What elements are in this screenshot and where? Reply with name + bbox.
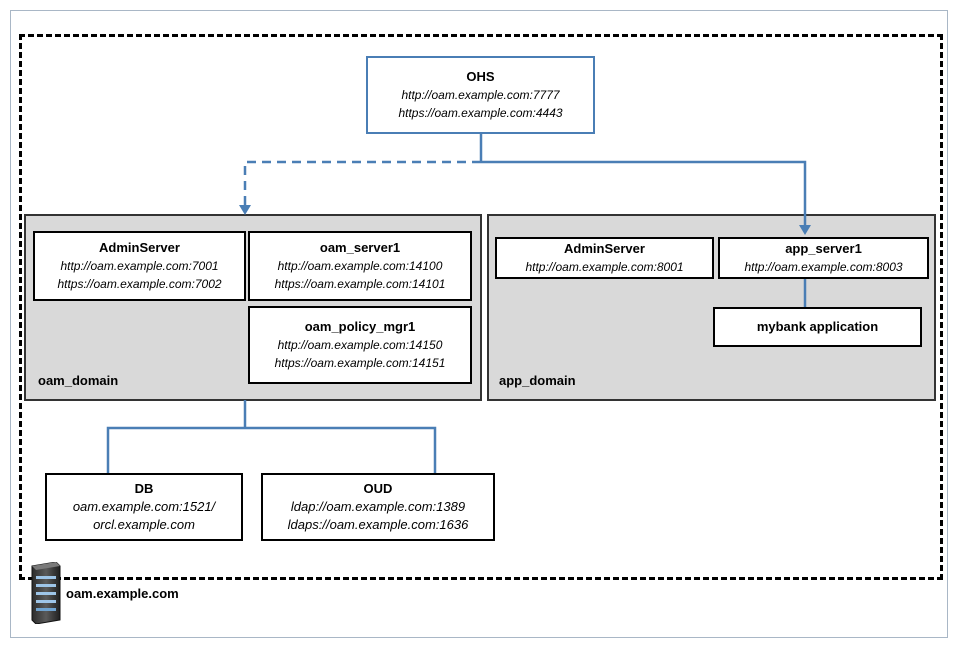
server-icon	[31, 562, 61, 624]
connector-ohs-to-app-server	[481, 160, 807, 228]
mybank-application-box: mybank application	[713, 307, 922, 347]
app-domain-label: app_domain	[499, 373, 576, 388]
app-admin-server-url-http: http://oam.example.com:8001	[525, 260, 684, 274]
arrowhead-app-server	[799, 225, 811, 235]
oam-policy-mgr1-title: oam_policy_mgr1	[304, 319, 416, 334]
oam-admin-server-box: AdminServer http://oam.example.com:7001 …	[33, 231, 246, 301]
oud-url-ldap: ldap://oam.example.com:1389	[290, 499, 466, 514]
db-title: DB	[134, 481, 154, 496]
oam-admin-server-url-http: http://oam.example.com:7001	[60, 259, 219, 273]
ohs-title: OHS	[466, 69, 495, 84]
app-admin-server-box: AdminServer http://oam.example.com:8001	[495, 237, 714, 279]
host-boundary	[19, 34, 943, 580]
ohs-box: OHS http://oam.example.com:7777 https://…	[366, 56, 595, 134]
ohs-url-http: http://oam.example.com:7777	[401, 88, 560, 102]
connector-ohs-to-oam-domain	[243, 160, 481, 208]
host-label: oam.example.com	[66, 586, 179, 601]
ohs-url-https: https://oam.example.com:4443	[398, 106, 563, 120]
diagram-frame	[10, 10, 948, 638]
oam-server1-url-https: https://oam.example.com:14101	[274, 277, 446, 291]
oud-box: OUD ldap://oam.example.com:1389 ldaps://…	[261, 473, 495, 541]
oam-policy-mgr1-box: oam_policy_mgr1 http://oam.example.com:1…	[248, 306, 472, 384]
arrowhead-oam-domain	[239, 205, 251, 215]
oam-admin-server-title: AdminServer	[99, 240, 180, 255]
oam-server1-url-http: http://oam.example.com:14100	[277, 259, 443, 273]
app-admin-server-title: AdminServer	[564, 241, 645, 256]
oam-admin-server-url-https: https://oam.example.com:7002	[57, 277, 222, 291]
connector-to-oud	[245, 426, 437, 473]
db-box: DB oam.example.com:1521/ orcl.example.co…	[45, 473, 243, 541]
app-server1-box: app_server1 http://oam.example.com:8003	[718, 237, 929, 279]
db-connection-host: oam.example.com:1521/	[72, 499, 216, 514]
mybank-application-title: mybank application	[756, 319, 879, 334]
oud-title: OUD	[363, 481, 393, 496]
connector-to-db	[106, 426, 245, 473]
oam-policy-mgr1-url-https: https://oam.example.com:14151	[274, 356, 446, 370]
oam-server1-box: oam_server1 http://oam.example.com:14100…	[248, 231, 472, 301]
db-connection-service: orcl.example.com	[93, 517, 195, 532]
oam-domain-label: oam_domain	[38, 373, 119, 388]
oam-policy-mgr1-url-http: http://oam.example.com:14150	[277, 338, 443, 352]
app-server1-url-http: http://oam.example.com:8003	[744, 260, 903, 274]
app-server1-title: app_server1	[785, 241, 862, 256]
oud-url-ldaps: ldaps://oam.example.com:1636	[287, 517, 469, 532]
oam-server1-title: oam_server1	[319, 240, 401, 255]
